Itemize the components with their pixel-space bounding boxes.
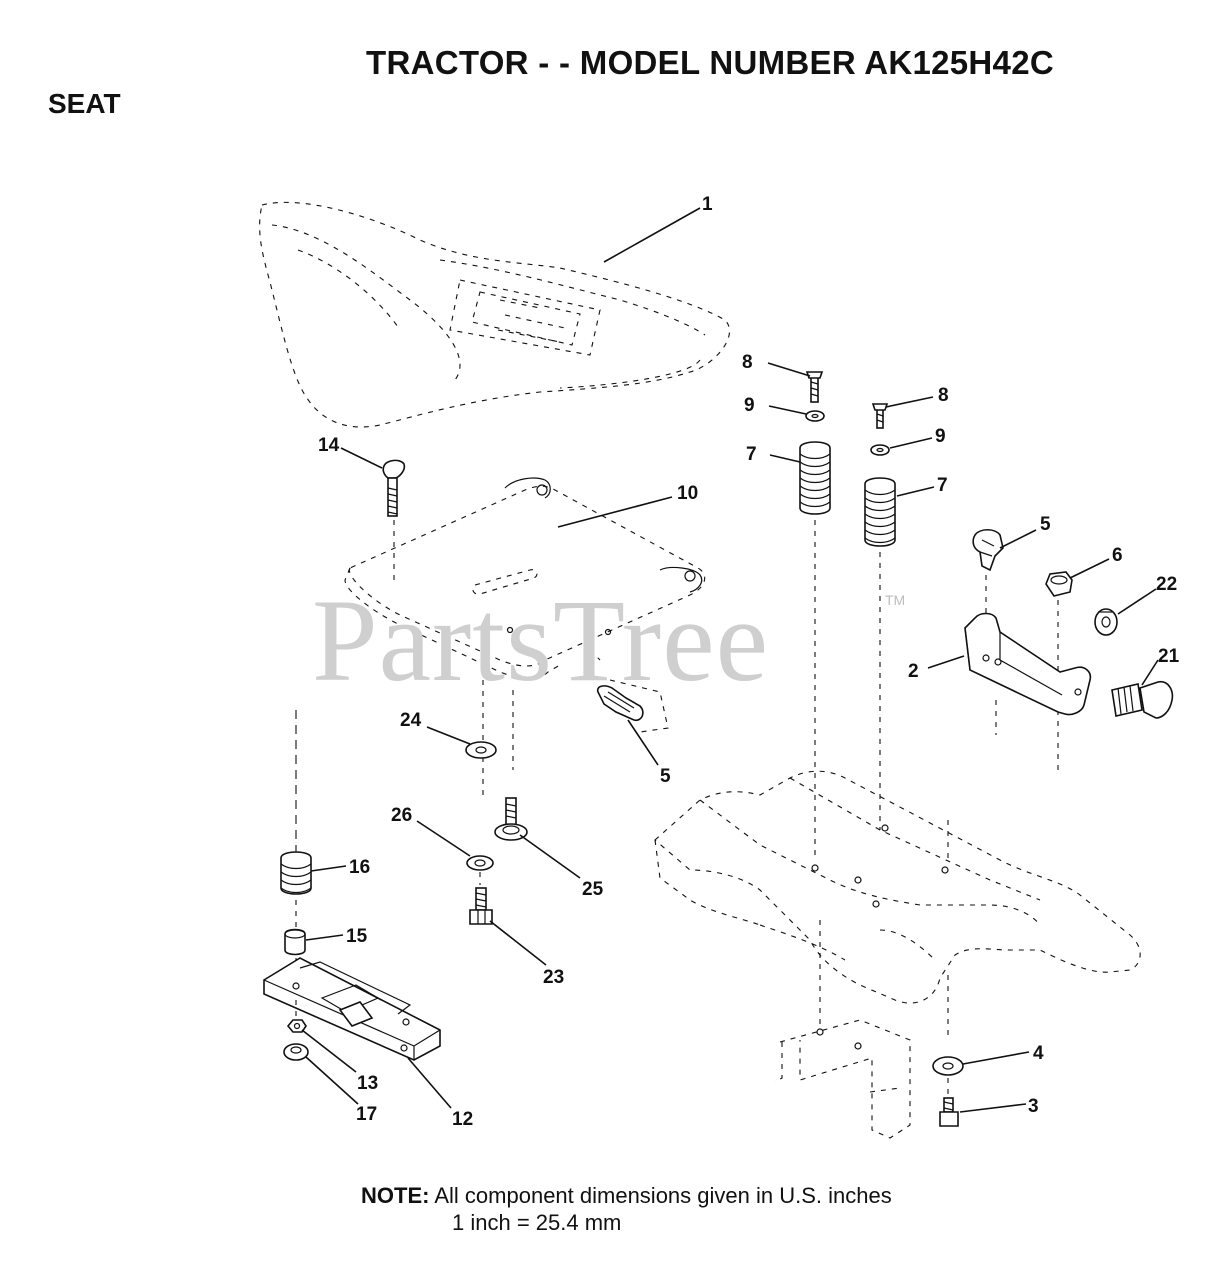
note-line-2: 1 inch = 25.4 mm <box>452 1210 622 1235</box>
callout-13: 13 <box>357 1073 378 1094</box>
watermark-trademark: TM <box>885 592 906 608</box>
spacer-15-part <box>284 928 306 972</box>
lower-bracket <box>774 1019 911 1139</box>
spring-stack-right <box>864 403 896 830</box>
callout-10: 10 <box>677 483 698 504</box>
bolt-3-part <box>939 1097 959 1127</box>
callout-7-left: 7 <box>746 444 757 465</box>
washer-24-part <box>465 741 497 759</box>
washer-4-part <box>932 1056 964 1095</box>
bushing-22-part <box>1094 608 1118 636</box>
callout-23: 23 <box>543 967 564 988</box>
callout-2: 2 <box>908 661 919 682</box>
knob-5-upper-part <box>972 528 1004 650</box>
callout-5-upper: 5 <box>1040 514 1051 535</box>
callout-12: 12 <box>452 1109 473 1130</box>
nut-13-part <box>286 1019 307 1033</box>
bolt-14-part <box>382 459 406 580</box>
callout-7-right: 7 <box>937 475 948 496</box>
tractor-frame <box>654 770 1141 1040</box>
bracket-2-part <box>964 612 1092 735</box>
callout-16: 16 <box>349 857 370 878</box>
callout-17: 17 <box>356 1104 377 1125</box>
page-title: TRACTOR - - MODEL NUMBER AK125H42C <box>366 44 1054 81</box>
note-text: All component dimensions given in U.S. i… <box>434 1183 892 1208</box>
callout-8-left: 8 <box>742 352 753 373</box>
callout-4: 4 <box>1033 1043 1044 1064</box>
callout-labels: 1 14 10 8 9 7 8 9 7 5 6 22 2 21 24 5 26 … <box>318 194 1180 1130</box>
clip-5-lower-part <box>589 649 669 733</box>
washer-17-part <box>283 1043 309 1061</box>
section-title: SEAT <box>48 88 121 119</box>
bolt-25-part <box>494 797 528 841</box>
seat-part <box>259 201 731 428</box>
callout-9-left: 9 <box>744 395 755 416</box>
callout-6: 6 <box>1112 545 1123 566</box>
callout-3: 3 <box>1028 1096 1039 1117</box>
callout-14: 14 <box>318 435 340 456</box>
leader-lines <box>301 207 1159 1113</box>
note-line-1: NOTE: All component dimensions given in … <box>361 1183 892 1209</box>
note-label: NOTE: <box>361 1183 430 1208</box>
callout-5-lower: 5 <box>660 766 671 787</box>
callout-26: 26 <box>391 805 412 826</box>
shoulder-bolt-21-part <box>1111 680 1174 719</box>
callout-15: 15 <box>346 926 368 947</box>
callout-24: 24 <box>400 710 422 731</box>
spring-stack-left <box>799 371 831 860</box>
watermark-logo: PartsTree <box>312 575 769 706</box>
callout-22: 22 <box>1156 574 1177 595</box>
nut-6-part <box>1045 571 1073 775</box>
callout-8-right: 8 <box>938 385 949 406</box>
plate-12-part <box>263 957 441 1061</box>
seat-rail-part <box>344 477 706 679</box>
callout-25: 25 <box>582 879 604 900</box>
spring-16-part <box>280 851 312 928</box>
bolt-23-part <box>469 887 493 925</box>
callout-1: 1 <box>702 194 713 215</box>
callout-9-right: 9 <box>935 426 946 447</box>
callout-21: 21 <box>1158 646 1180 667</box>
washer-26-part <box>466 855 494 885</box>
